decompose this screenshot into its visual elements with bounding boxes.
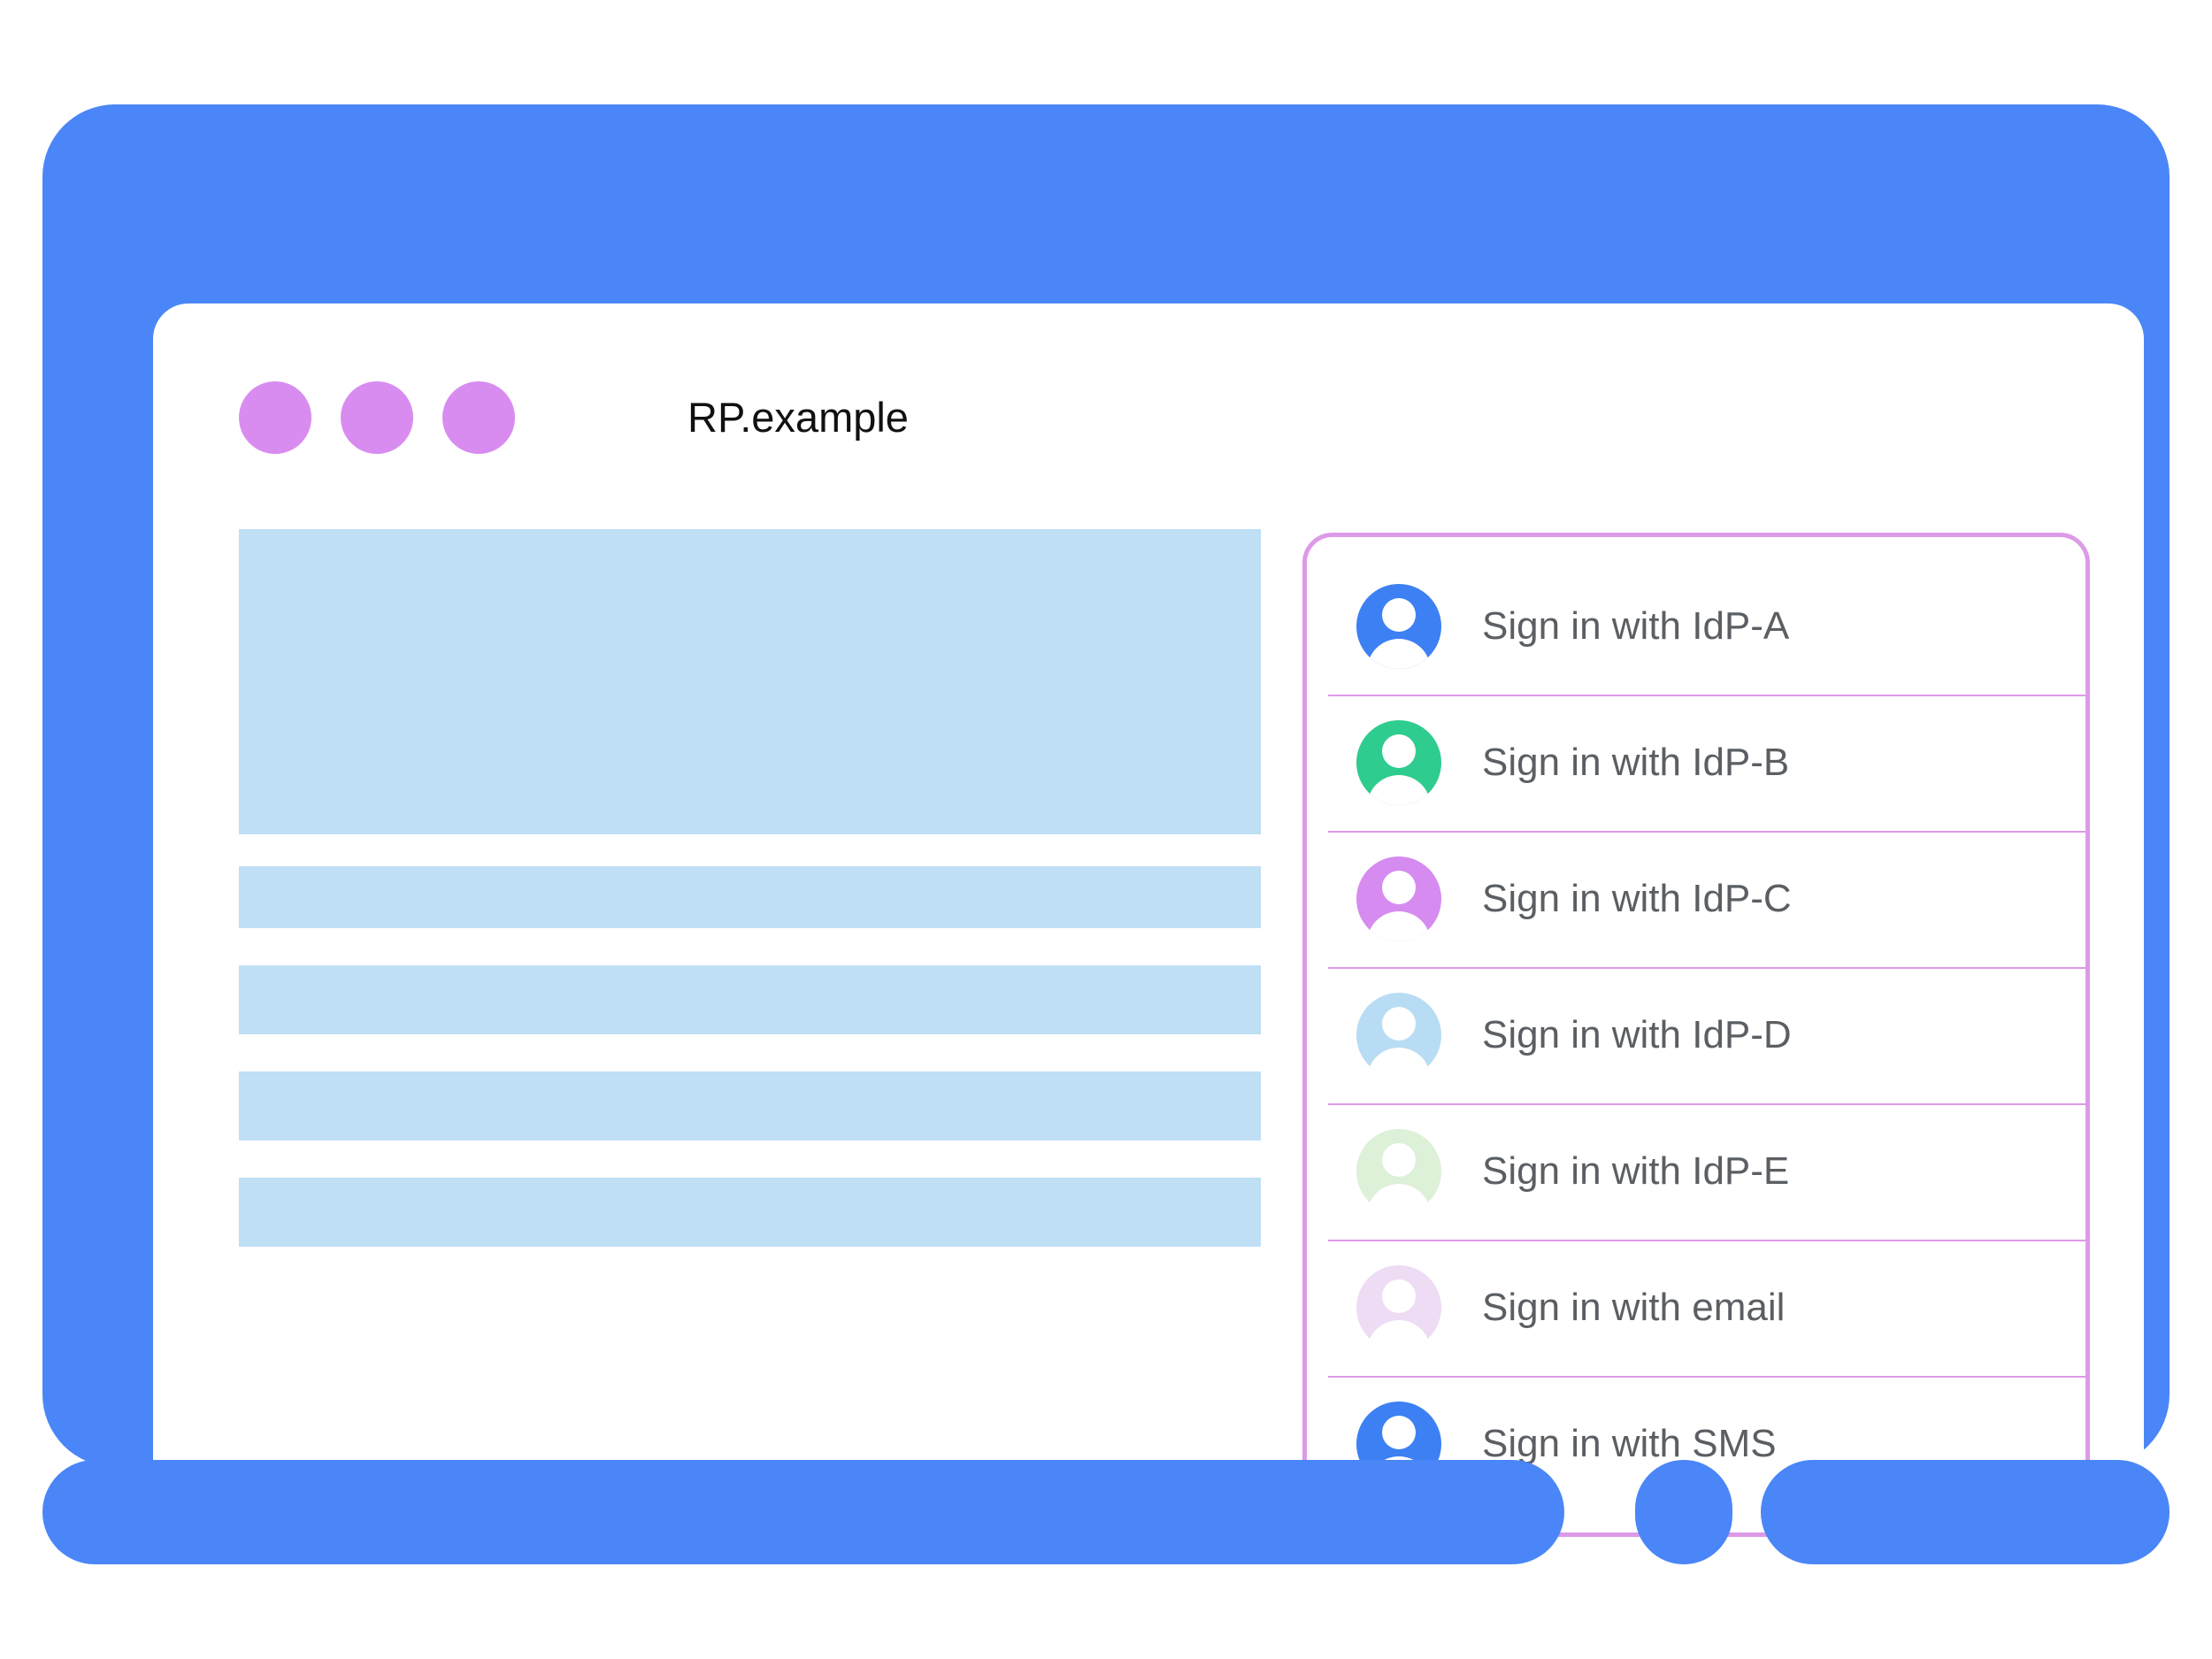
avatar-body-shape — [1367, 775, 1431, 805]
avatar-head-shape — [1382, 1416, 1416, 1449]
account-row[interactable]: Sign in with IdP-B — [1307, 695, 2085, 831]
account-row[interactable]: Sign in with IdP-A — [1307, 558, 2085, 695]
avatar-body-shape — [1367, 1048, 1431, 1078]
page-title: RP.example — [687, 394, 909, 441]
avatar-icon — [1356, 1265, 1441, 1350]
account-row[interactable]: Sign in with email — [1307, 1240, 2085, 1376]
avatar-head-shape — [1382, 1279, 1416, 1313]
account-list: Sign in with IdP-A Sign in with IdP-B Sign… — [1307, 558, 2085, 1514]
avatar-icon — [1356, 584, 1441, 669]
account-row[interactable]: Sign in with IdP-C — [1307, 831, 2085, 967]
device-home-button[interactable] — [1635, 1460, 1732, 1564]
avatar-icon — [1356, 856, 1441, 941]
avatar-head-shape — [1382, 1143, 1416, 1177]
avatar-body-shape — [1367, 911, 1431, 941]
placeholder-text-bar-3 — [239, 1071, 1261, 1141]
avatar-head-shape — [1382, 734, 1416, 768]
account-chooser-panel: Sign in with IdP-A Sign in with IdP-B Sign… — [1302, 533, 2090, 1537]
device-stand-left — [42, 1460, 1564, 1564]
account-label: Sign in with SMS — [1482, 1422, 1777, 1465]
placeholder-text-bar-1 — [239, 866, 1261, 928]
avatar-icon — [1356, 1129, 1441, 1214]
device-stand-right — [1761, 1460, 2170, 1564]
placeholder-text-bar-4 — [239, 1178, 1261, 1247]
avatar-body-shape — [1367, 1320, 1431, 1350]
avatar-icon — [1356, 720, 1441, 805]
placeholder-text-bar-2 — [239, 965, 1261, 1034]
browser-titlebar: RP.example — [153, 303, 2144, 454]
account-label: Sign in with IdP-C — [1482, 877, 1792, 920]
page-content-placeholder — [239, 529, 1261, 1284]
avatar-head-shape — [1382, 1007, 1416, 1041]
avatar-body-shape — [1367, 639, 1431, 669]
placeholder-hero-block — [239, 529, 1261, 834]
account-row[interactable]: Sign in with IdP-E — [1307, 1103, 2085, 1240]
avatar-head-shape — [1382, 598, 1416, 632]
avatar-head-shape — [1382, 871, 1416, 904]
account-label: Sign in with IdP-D — [1482, 1013, 1792, 1056]
window-dot-icon-3[interactable] — [442, 381, 515, 454]
account-label: Sign in with IdP-A — [1482, 604, 1790, 648]
window-dot-icon-2[interactable] — [341, 381, 413, 454]
window-dot-icon-1[interactable] — [239, 381, 311, 454]
account-row[interactable]: Sign in with IdP-D — [1307, 967, 2085, 1103]
account-label: Sign in with IdP-B — [1482, 741, 1790, 784]
avatar-body-shape — [1367, 1184, 1431, 1214]
account-label: Sign in with IdP-E — [1482, 1149, 1790, 1193]
account-label: Sign in with email — [1482, 1286, 1786, 1329]
avatar-icon — [1356, 993, 1441, 1078]
